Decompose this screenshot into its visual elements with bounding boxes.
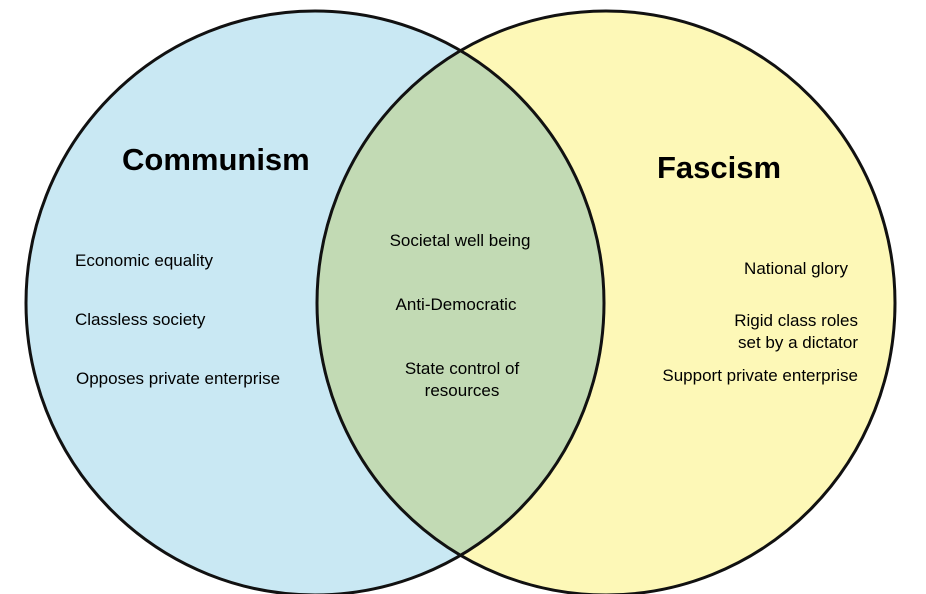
overlap-item: Anti-Democratic	[395, 295, 517, 314]
communism-item: Classless society	[75, 310, 206, 329]
communism-item: Opposes private enterprise	[76, 369, 281, 388]
fascism-item: Support private enterprise	[662, 366, 858, 385]
fascism-title: Fascism	[657, 150, 782, 185]
communism-circle-outline	[24, 9, 606, 594]
communism-item: Economic equality	[75, 251, 213, 270]
communism-title: Communism	[122, 142, 310, 177]
fascism-circle-outline	[315, 9, 897, 594]
fascism-item: Rigid class roles set by a dictator	[734, 311, 858, 352]
fascism-item: National glory	[744, 259, 848, 278]
overlap-item: Societal well being	[389, 231, 531, 250]
overlap-region	[317, 11, 604, 594]
overlap-item: State control of resources	[404, 359, 520, 400]
